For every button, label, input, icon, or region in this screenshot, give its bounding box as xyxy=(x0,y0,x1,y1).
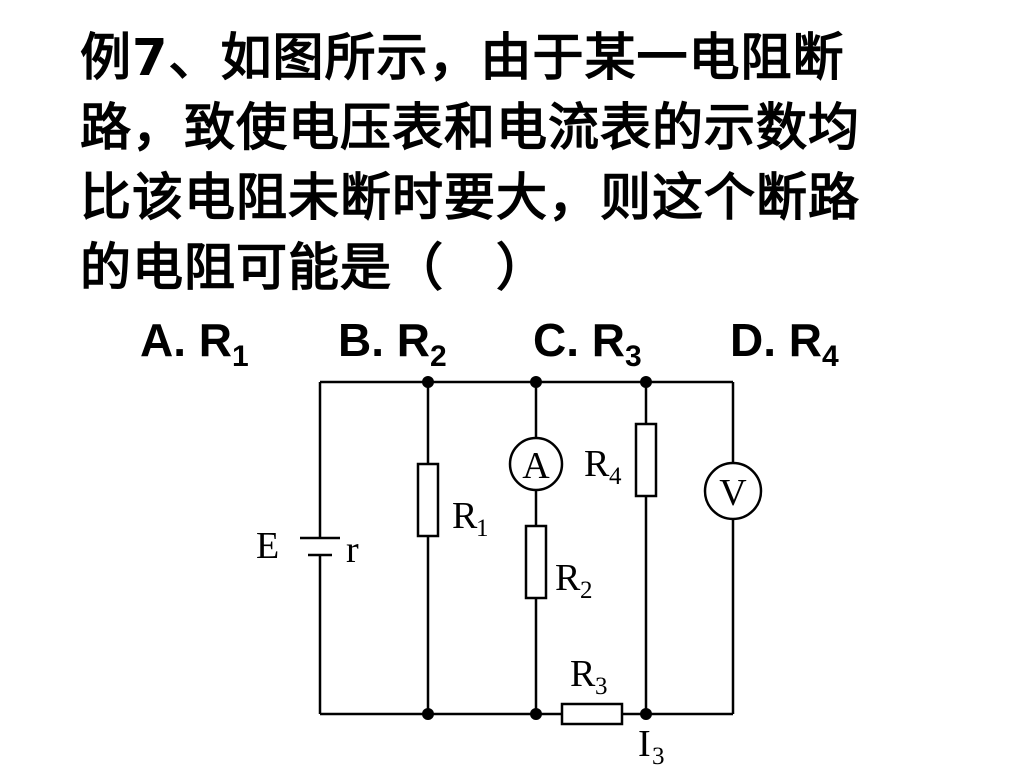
label-r2: R xyxy=(555,557,581,599)
question-line-2: 路，致使电压表和电流表的示数均 xyxy=(80,99,861,158)
resistor-r4 xyxy=(634,422,658,498)
junction-node xyxy=(530,376,542,388)
junction-node xyxy=(530,708,542,720)
label-e: E xyxy=(256,525,279,567)
label-r4-sub: 4 xyxy=(609,463,622,490)
option-d-sub: 4 xyxy=(822,340,839,373)
label-r1-sub: 1 xyxy=(476,515,489,542)
option-b-sub: 2 xyxy=(430,340,447,373)
option-b-letter: B. R xyxy=(338,314,430,366)
junction-node xyxy=(640,708,652,720)
ammeter-symbol: A xyxy=(522,445,550,487)
label-r4: R xyxy=(584,443,610,485)
question-line-3: 比该电阻未断时要大，则这个断路 xyxy=(80,169,861,228)
question-line-4: 的电阻可能是（ ） xyxy=(80,239,549,298)
junction-node xyxy=(640,376,652,388)
question-line-1: 例7、如图所示，由于某一电阻断 xyxy=(80,29,845,88)
option-a-letter: A. R xyxy=(140,314,232,366)
label-r: r xyxy=(346,529,359,571)
option-c-letter: C. R xyxy=(533,314,625,366)
resistor-r1 xyxy=(416,462,440,538)
junction-node xyxy=(422,708,434,720)
option-c[interactable]: C. R3 xyxy=(533,310,642,387)
option-d-letter: D. R xyxy=(730,314,822,366)
label-r3: R xyxy=(570,653,596,695)
question-text: 例7、如图所示，由于某一电阻断 路，致使电压表和电流表的示数均 比该电阻未断时要… xyxy=(80,24,960,304)
voltmeter-symbol: V xyxy=(719,472,747,514)
label-i3: I xyxy=(638,723,651,765)
option-b[interactable]: B. R2 xyxy=(338,310,447,387)
junction-node xyxy=(422,376,434,388)
label-r3-sub: 3 xyxy=(595,673,608,700)
resistor-r3 xyxy=(560,702,624,726)
label-r1: R xyxy=(452,495,478,537)
resistor-r2 xyxy=(524,524,548,600)
option-a-sub: 1 xyxy=(232,340,249,373)
label-i3-sub: 3 xyxy=(652,743,665,768)
answer-options: A. R1 B. R2 C. R3 D. R4 xyxy=(140,310,900,380)
label-r2-sub: 2 xyxy=(580,577,593,604)
option-d[interactable]: D. R4 xyxy=(730,310,839,387)
option-a[interactable]: A. R1 xyxy=(140,310,249,387)
option-c-sub: 3 xyxy=(625,340,642,373)
